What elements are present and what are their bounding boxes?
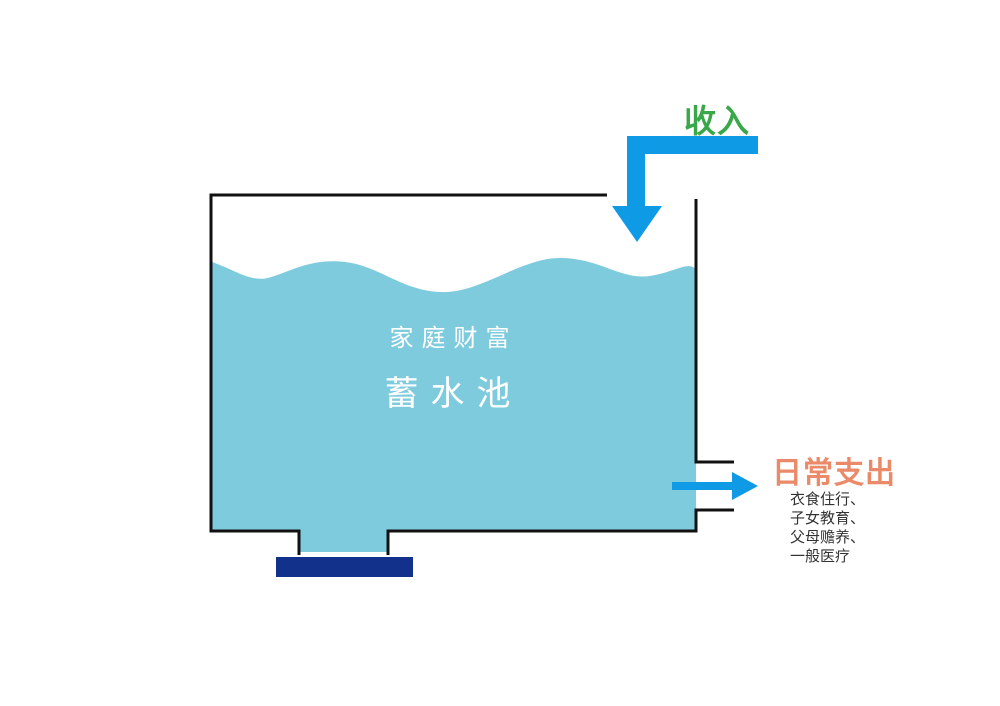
tank-outline-right-upper xyxy=(694,199,734,464)
expense-item: 子女教育、 xyxy=(790,509,866,527)
expense-items-list: 衣食住行、 子女教育、 父母赡养、 一般医疗 xyxy=(790,490,865,566)
tank-outline-bottom-right xyxy=(386,508,734,555)
income-label: 收入 xyxy=(684,102,751,140)
expense-arrow-icon xyxy=(672,472,758,500)
tank-outline-left-top xyxy=(209,193,607,555)
income-arrow-icon xyxy=(612,136,758,242)
expense-item: 一般医疗 xyxy=(790,547,851,565)
pool-title-line2: 蓄水池 xyxy=(384,374,523,414)
expense-item: 父母赡养、 xyxy=(790,528,866,546)
pool-text: 家庭财富 蓄水池 xyxy=(211,0,696,706)
base-plate xyxy=(276,557,413,577)
expense-label: 日常支出 xyxy=(772,456,896,491)
pool-title-line1: 家庭财富 xyxy=(389,324,518,352)
outlet-water xyxy=(300,528,387,552)
expense-item: 衣食住行、 xyxy=(790,490,866,508)
water-fill xyxy=(212,258,696,530)
